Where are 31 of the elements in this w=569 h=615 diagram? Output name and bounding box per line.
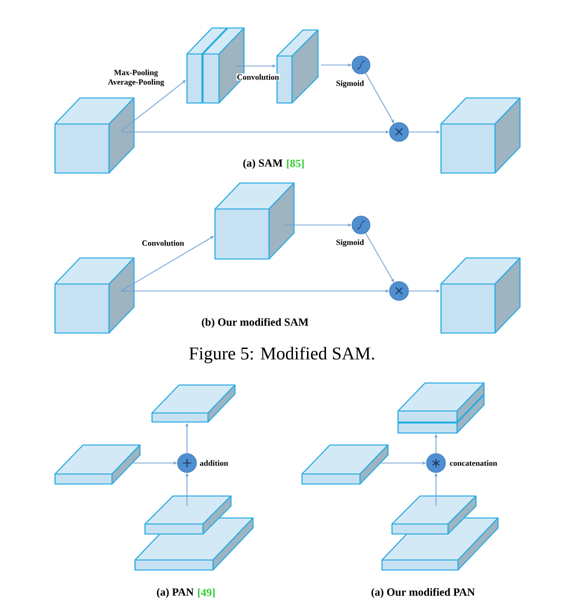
feature-cube [440, 97, 521, 174]
feature-cube [440, 257, 521, 334]
feature-cube [54, 97, 135, 174]
arrow [365, 232, 394, 282]
edge-label: Max-Pooling Average-Pooling [104, 69, 168, 87]
feature-map-slab [54, 444, 141, 485]
operation-label: Sigmoid [336, 80, 364, 88]
arrow [120, 236, 214, 292]
feature-cube [214, 182, 295, 260]
citation-number: [49] [198, 588, 215, 598]
feature-map-slab [144, 495, 232, 535]
subfigure-caption: (a) SAM [243, 159, 282, 169]
feature-cube [54, 257, 135, 334]
sigmoid-node [352, 216, 370, 234]
feature-map-slab [301, 444, 389, 485]
subfigure-caption: (a) Our modified PAN [372, 588, 475, 598]
operation-label: Sigmoid [336, 239, 364, 247]
feature-map-slab [151, 384, 236, 423]
citation-number: [85] [287, 159, 304, 169]
operation-label: addition [200, 460, 228, 466]
subfigure-caption: (b) Our modified SAM [202, 318, 308, 328]
edge-label: Convolution [236, 74, 280, 80]
feature-map-slab [391, 495, 477, 535]
edge-label: Convolution [141, 240, 185, 246]
sigmoid-node [352, 56, 370, 74]
figure-caption: Figure 5: Modified SAM. [189, 346, 374, 364]
feature-map-slab [397, 382, 485, 423]
subfigure-caption: (a) PAN [156, 588, 194, 598]
arrow [120, 80, 186, 132]
arrow [365, 72, 394, 124]
operation-label: concatenation [450, 460, 498, 466]
